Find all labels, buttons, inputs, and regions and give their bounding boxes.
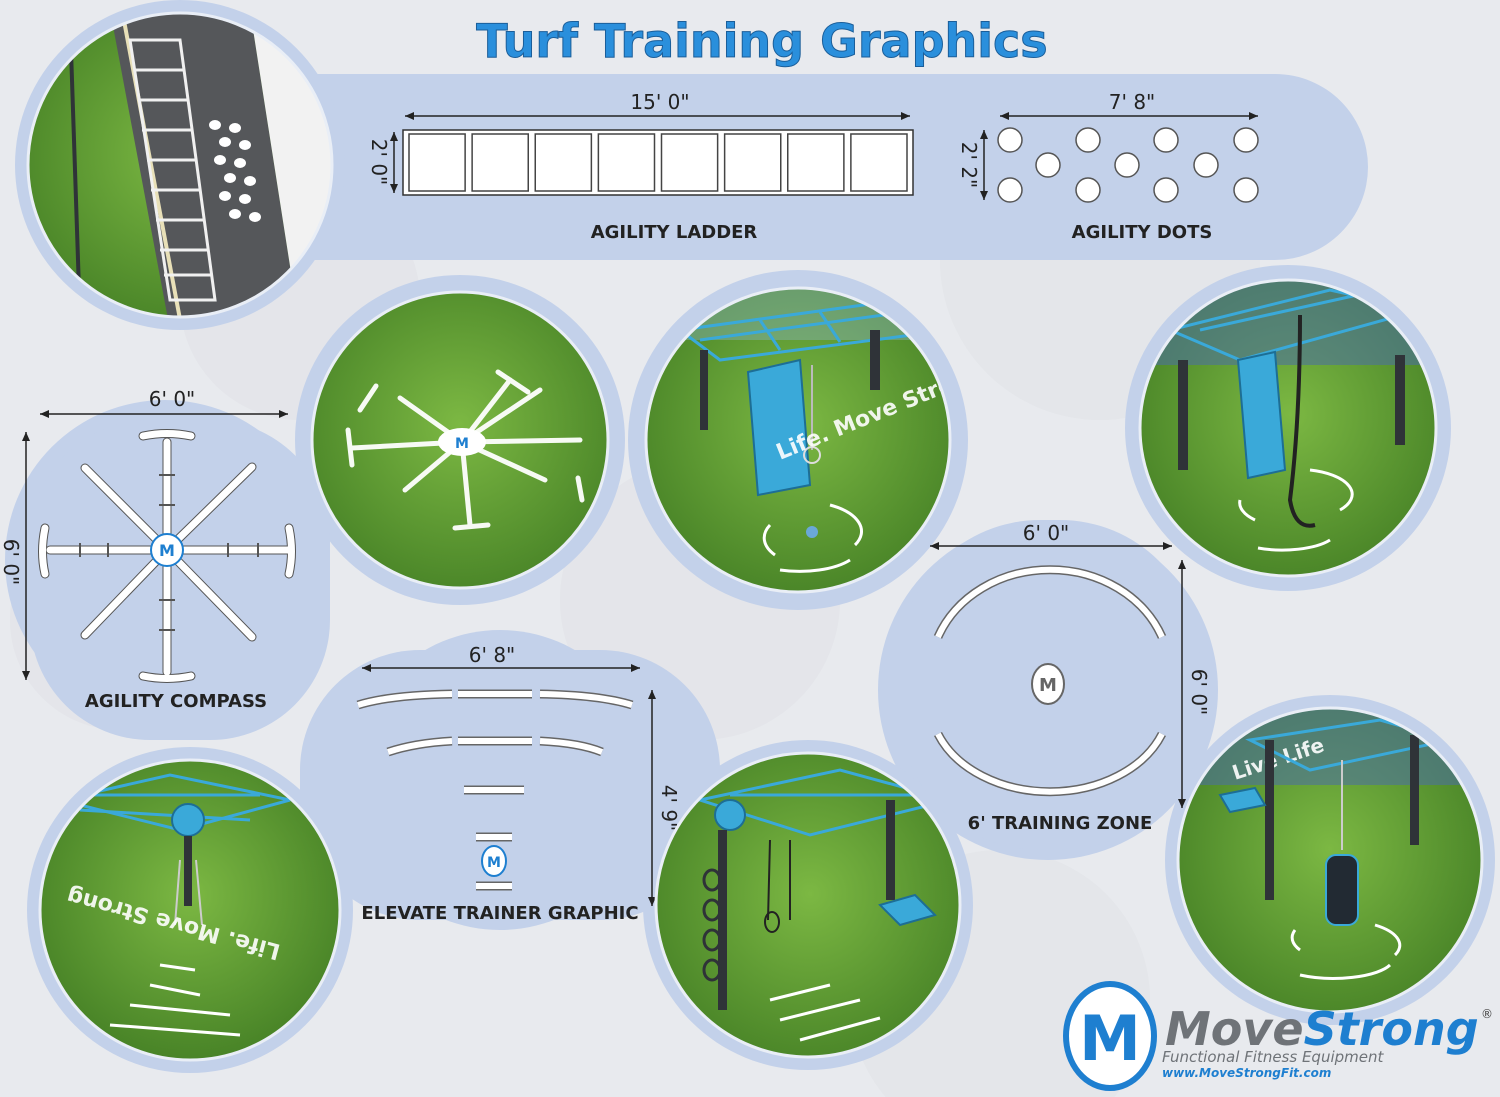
svg-text:M: M	[455, 436, 469, 452]
brand-name: MoveStrong	[1165, 1002, 1479, 1056]
ladder-rung-cell	[471, 133, 529, 192]
trainer-bag-photo-frame	[644, 286, 952, 594]
ladder-rung-cell	[408, 133, 466, 192]
agility-dot	[997, 127, 1023, 153]
elevate-trainer-width: 6' 8"	[469, 643, 516, 667]
agility-ladder-width: 15' 0"	[630, 90, 689, 114]
agility-compass-height: 6' 0"	[0, 539, 23, 586]
agility-dot	[1233, 177, 1259, 203]
agility-ladder-diagram: 15' 0" 2' 0" AGILITY LADDER	[367, 90, 914, 243]
elevate-trainer-photo-frame	[38, 758, 342, 1062]
training-zone-width: 6' 0"	[1023, 521, 1070, 545]
battle-rope-photo-frame	[1138, 278, 1438, 578]
ladder-rung-cell	[787, 133, 845, 192]
svg-text:M: M	[487, 855, 501, 871]
ladder-rung-cell	[723, 133, 782, 192]
heavy-bag-photo-frame	[1176, 706, 1484, 1014]
ladder-photo-frame	[26, 11, 334, 319]
agility-dot	[1153, 177, 1179, 203]
agility-dot	[997, 177, 1023, 203]
elevate-trainer-diagram: M 6' 8" 4' 9" ELEVATE TRAINER GRAPHIC	[356, 643, 681, 924]
agility-dot	[1114, 152, 1140, 178]
training-zone-label: 6' TRAINING ZONE	[968, 813, 1153, 834]
agility-ladder-label: AGILITY LADDER	[591, 222, 758, 243]
elevate-trainer-photo: Life. Move Strong	[40, 760, 340, 1060]
ladder-photo	[28, 13, 332, 317]
movestrong-logo-mark: M	[159, 541, 175, 560]
training-zone-height: 6' 0"	[1187, 669, 1211, 716]
svg-text:M: M	[1039, 675, 1057, 696]
agility-ladder-height: 2' 0"	[367, 139, 391, 186]
agility-compass-diagram: M 6' 0" 6' 0" AGILITY COMPASS	[0, 387, 296, 712]
movestrong-logo-icon	[1063, 981, 1157, 1091]
elevate-trainer-height: 4' 9"	[657, 785, 681, 832]
agility-compass-label: AGILITY COMPASS	[85, 691, 267, 712]
ladder-rung-cell	[534, 133, 593, 192]
registered-mark: ®	[1481, 1007, 1493, 1021]
ladder-rung-cell	[660, 133, 719, 192]
agility-dots-height: 2' 2"	[957, 142, 981, 189]
agility-dots-width: 7' 8"	[1109, 90, 1156, 114]
brand-url: www.MoveStrongFit.com	[1162, 1066, 1331, 1080]
training-zone-diagram: M 6' 0" 6' 0" 6' TRAINING ZONE	[930, 521, 1211, 834]
agility-dot	[1233, 127, 1259, 153]
rings-station-photo-frame	[654, 751, 962, 1059]
compass-photo-frame	[310, 290, 610, 590]
elevate-trainer-label: ELEVATE TRAINER GRAPHIC	[361, 903, 638, 924]
agility-dot	[1075, 177, 1101, 203]
movestrong-brand: M MoveStrong ® Functional Fitness Equipm…	[1063, 981, 1493, 1091]
agility-dot	[1035, 152, 1061, 178]
agility-dot	[1153, 127, 1179, 153]
movestrong-logo-m: M	[1079, 1002, 1141, 1075]
agility-dot	[1193, 152, 1219, 178]
ladder-rung-cell	[850, 133, 908, 192]
agility-compass-width: 6' 0"	[149, 387, 196, 411]
agility-dots-label: AGILITY DOTS	[1072, 222, 1213, 243]
trainer-bag-photo: Life. Move Strong.	[646, 288, 950, 592]
ladder-rung-cell	[597, 133, 656, 192]
brand-tagline: Functional Fitness Equipment	[1162, 1048, 1384, 1066]
agility-dot	[1075, 127, 1101, 153]
rings-station-photo	[656, 753, 960, 1057]
compass-turf-photo: M	[312, 292, 608, 588]
agility-dots-diagram: 7' 8" 2' 2" AGILITY DOTS	[957, 90, 1259, 243]
page-title: Turf Training Graphics	[476, 14, 1047, 68]
